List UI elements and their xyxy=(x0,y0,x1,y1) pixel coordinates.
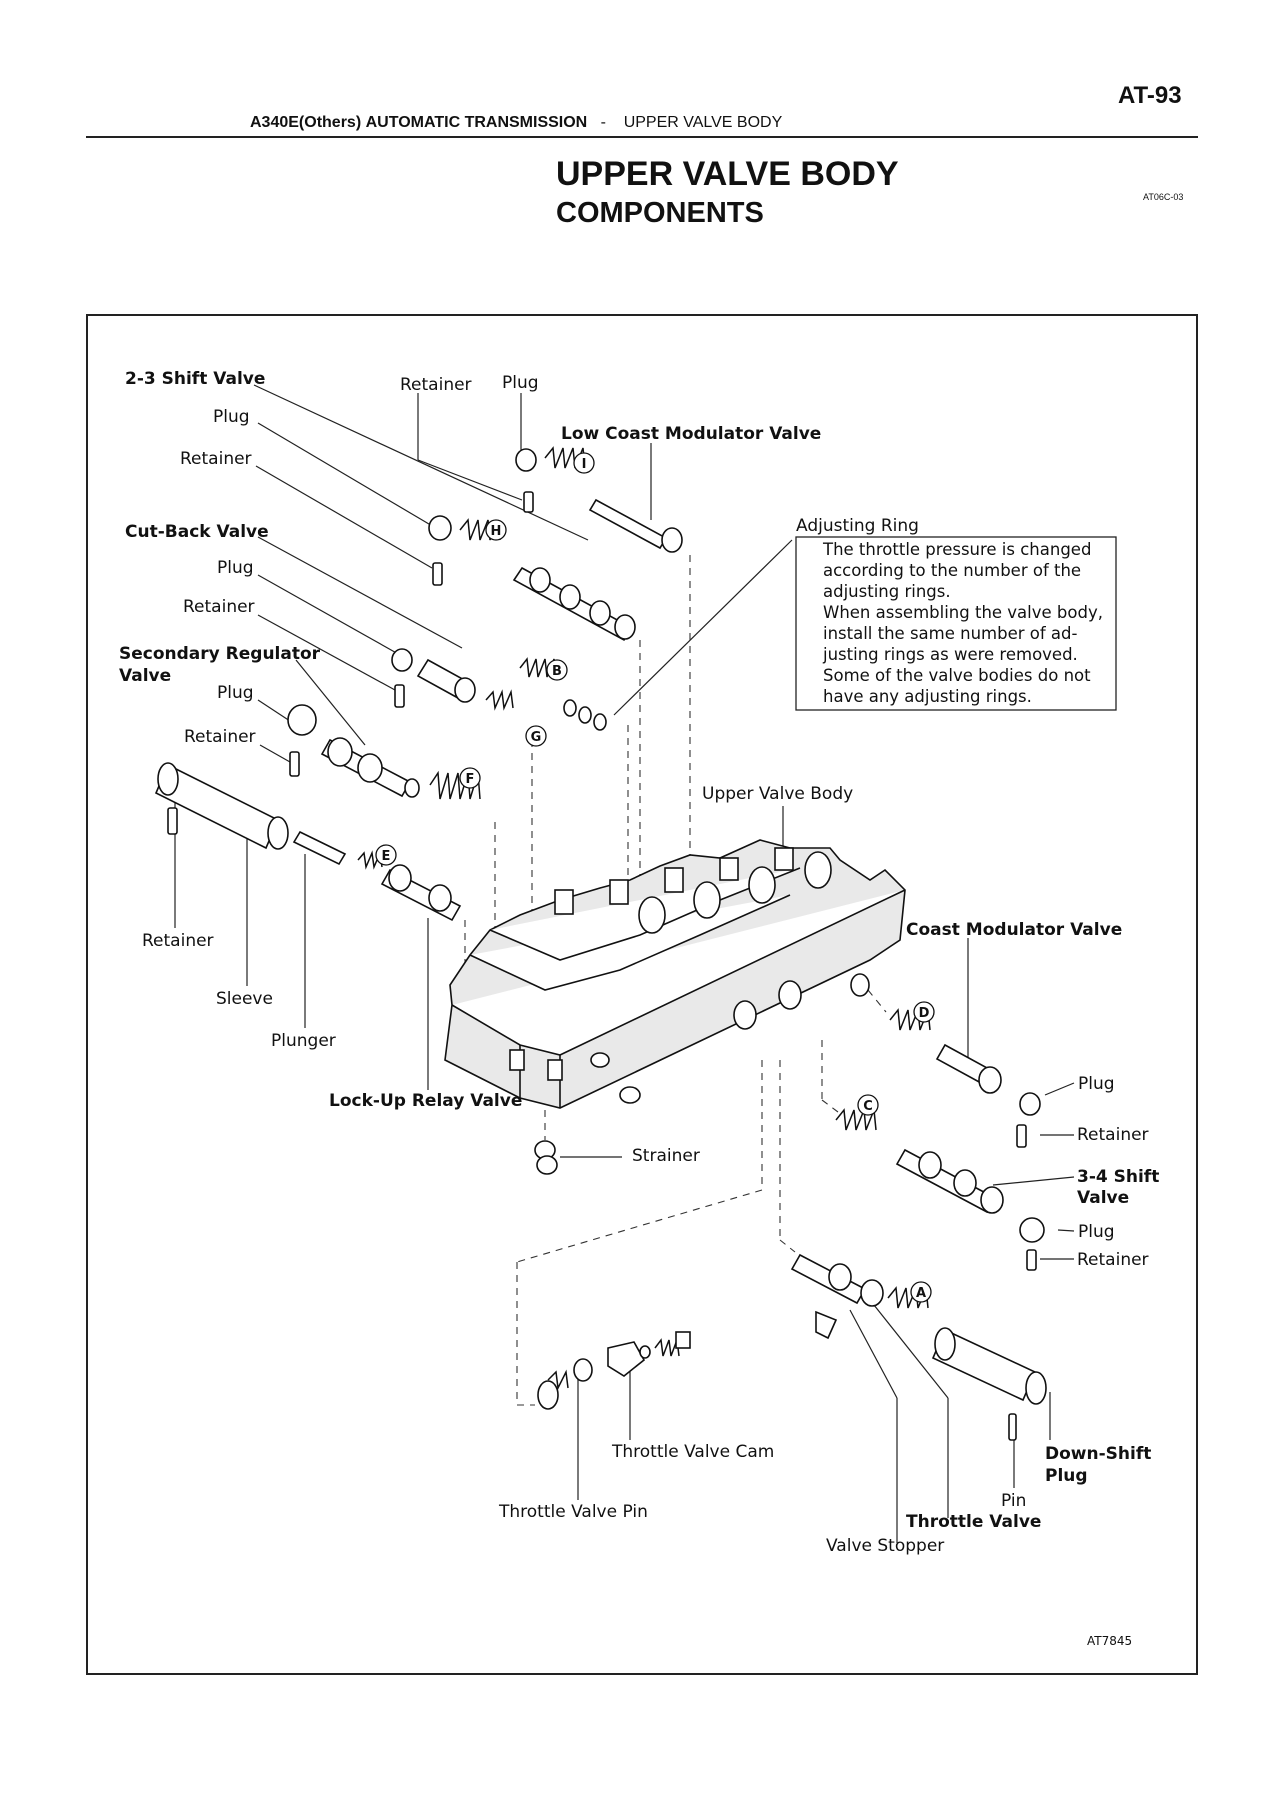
svg-text:E: E xyxy=(382,849,391,864)
lock-up-relay-group xyxy=(154,762,462,922)
label-sleeve: Sleeve xyxy=(216,989,273,1009)
svg-text:G: G xyxy=(531,730,542,745)
note-line: justing rings as were removed. xyxy=(822,645,1078,664)
header-model: A340E(Others) xyxy=(250,114,362,131)
cut-back-valve-group xyxy=(391,648,607,731)
header-separator: - xyxy=(600,114,606,131)
marker-c: C xyxy=(857,1094,879,1116)
label-valve-stopper: Valve Stopper xyxy=(826,1536,944,1556)
label-strainer: Strainer xyxy=(632,1146,700,1166)
label-retainer-r1: Retainer xyxy=(1077,1125,1149,1145)
secondary-regulator-group xyxy=(287,704,481,800)
figure-code: AT7845 xyxy=(1087,1634,1132,1648)
label-throttle-valve: Throttle Valve xyxy=(906,1512,1041,1532)
section-subtitle: COMPONENTS xyxy=(556,197,764,229)
doc-code: AT06C-03 xyxy=(1143,192,1184,202)
strainer xyxy=(534,1140,558,1175)
svg-text:D: D xyxy=(919,1006,930,1021)
label-secondary-regulator-valve: Valve xyxy=(119,666,171,686)
label-throttle-valve-pin: Throttle Valve Pin xyxy=(498,1502,648,1522)
label-2-3-shift-valve: 2-3 Shift Valve xyxy=(125,369,265,389)
label-plug-2: Plug xyxy=(217,558,254,578)
svg-text:F: F xyxy=(466,772,475,787)
header-section: AUTOMATIC TRANSMISSION xyxy=(365,114,588,131)
upper-valve-body xyxy=(444,839,906,1109)
marker-d: D xyxy=(913,1001,935,1023)
label-plug-top: Plug xyxy=(502,373,539,393)
leader-lines xyxy=(174,384,1075,1543)
label-retainer-2: Retainer xyxy=(183,597,255,617)
marker-e: E xyxy=(375,844,397,866)
label-down-shift-plug: Plug xyxy=(1045,1466,1088,1486)
note-line: have any adjusting rings. xyxy=(823,687,1032,706)
label-throttle-valve-cam: Throttle Valve Cam xyxy=(611,1442,774,1462)
marker-g: G xyxy=(525,725,547,747)
header-subsection: UPPER VALVE BODY xyxy=(623,114,783,131)
label-plug-r1: Plug xyxy=(1078,1074,1115,1094)
label-3-4-shift: 3-4 Shift xyxy=(1077,1167,1159,1187)
section-title: UPPER VALVE BODY xyxy=(556,155,899,193)
label-retainer-1: Retainer xyxy=(180,449,252,469)
diagram-frame xyxy=(86,314,1198,1675)
label-adjusting-ring: Adjusting Ring xyxy=(796,516,919,536)
svg-text:I: I xyxy=(582,457,587,472)
low-coast-modulator-group xyxy=(515,446,683,553)
note-line: according to the number of the xyxy=(823,561,1081,580)
marker-i: I xyxy=(573,452,595,474)
note-line: install the same number of ad- xyxy=(823,624,1078,643)
marker-h: H xyxy=(485,519,507,541)
label-plug-3: Plug xyxy=(217,683,254,703)
note-line: adjusting rings. xyxy=(823,582,951,601)
label-retainer-r2: Retainer xyxy=(1077,1250,1149,1270)
label-secondary-regulator: Secondary Regulator xyxy=(119,644,321,664)
label-upper-valve-body: Upper Valve Body xyxy=(702,784,853,804)
label-lock-up-relay-valve: Lock-Up Relay Valve xyxy=(329,1091,522,1111)
svg-text:H: H xyxy=(491,524,502,539)
right-valve-group xyxy=(835,1008,1045,1271)
label-plug-1: Plug xyxy=(213,407,250,427)
label-plunger: Plunger xyxy=(271,1031,336,1051)
label-cut-back-valve: Cut-Back Valve xyxy=(125,522,269,542)
2-3-shift-valve-group xyxy=(428,515,636,642)
label-retainer-4: Retainer xyxy=(142,931,214,951)
throttle-valve-group xyxy=(537,1253,1047,1441)
note-line: Some of the valve bodies do not xyxy=(823,666,1091,685)
note-box xyxy=(795,536,1117,711)
label-retainer-top: Retainer xyxy=(400,375,472,395)
label-3-4-shift-valve: Valve xyxy=(1077,1188,1129,1208)
marker-f: F xyxy=(459,767,481,789)
assembly-lines xyxy=(464,555,887,1406)
label-pin: Pin xyxy=(1001,1491,1026,1511)
running-header: A340E(Others) AUTOMATIC TRANSMISSION - U… xyxy=(250,114,782,132)
svg-text:B: B xyxy=(552,664,562,679)
label-2nd-coast-modulator-valve: 2nd Coast Modulator Valve xyxy=(864,920,1122,940)
label-down-shift: Down-Shift xyxy=(1045,1444,1151,1464)
page-number: AT-93 xyxy=(1118,82,1182,109)
label-low-coast-modulator-valve: Low Coast Modulator Valve xyxy=(561,424,821,444)
note-line: When assembling the valve body, xyxy=(823,603,1103,622)
marker-a: A xyxy=(910,1281,932,1303)
label-retainer-3: Retainer xyxy=(184,727,256,747)
svg-text:C: C xyxy=(863,1099,873,1114)
label-plug-r2: Plug xyxy=(1078,1222,1115,1242)
header-rule xyxy=(86,136,1198,138)
svg-text:A: A xyxy=(916,1286,926,1301)
marker-b: B xyxy=(546,659,568,681)
note-line: The throttle pressure is changed xyxy=(822,540,1091,559)
